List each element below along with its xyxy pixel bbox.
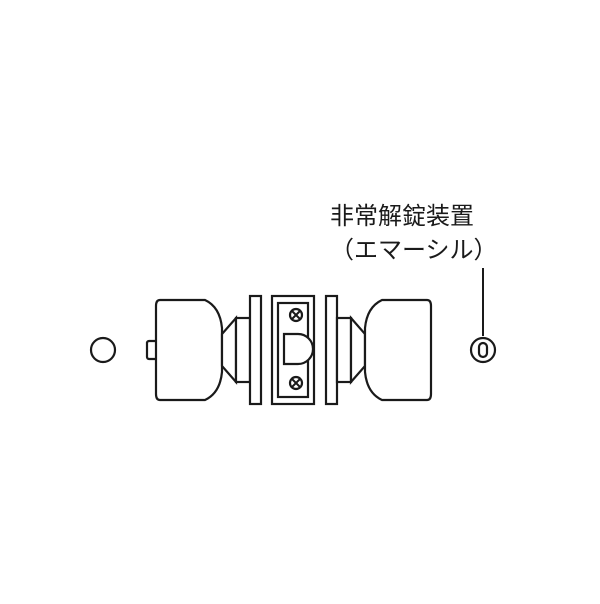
callout-label-line1: 非常解錠装置 (330, 202, 474, 230)
left-knob-head (154, 298, 224, 402)
latch-bolt (282, 332, 315, 366)
right-knob-shank (349, 315, 367, 385)
right-knob-head (363, 298, 433, 402)
left-collar (234, 316, 252, 384)
left-knob-shank (220, 315, 238, 385)
left-rose-plate (248, 294, 263, 406)
latch-face-plate (270, 294, 316, 406)
top-screw-icon (288, 307, 304, 323)
left-knob (145, 298, 252, 402)
right-collar (335, 316, 353, 384)
emergency-release-icon (469, 268, 497, 364)
callout-label-line2: （エマーシル） (330, 236, 498, 264)
right-knob (335, 298, 433, 402)
right-rose-plate (324, 294, 339, 406)
left-hole-icon (89, 336, 117, 364)
emergency-release-slot (477, 341, 489, 359)
bottom-screw-icon (288, 375, 304, 391)
